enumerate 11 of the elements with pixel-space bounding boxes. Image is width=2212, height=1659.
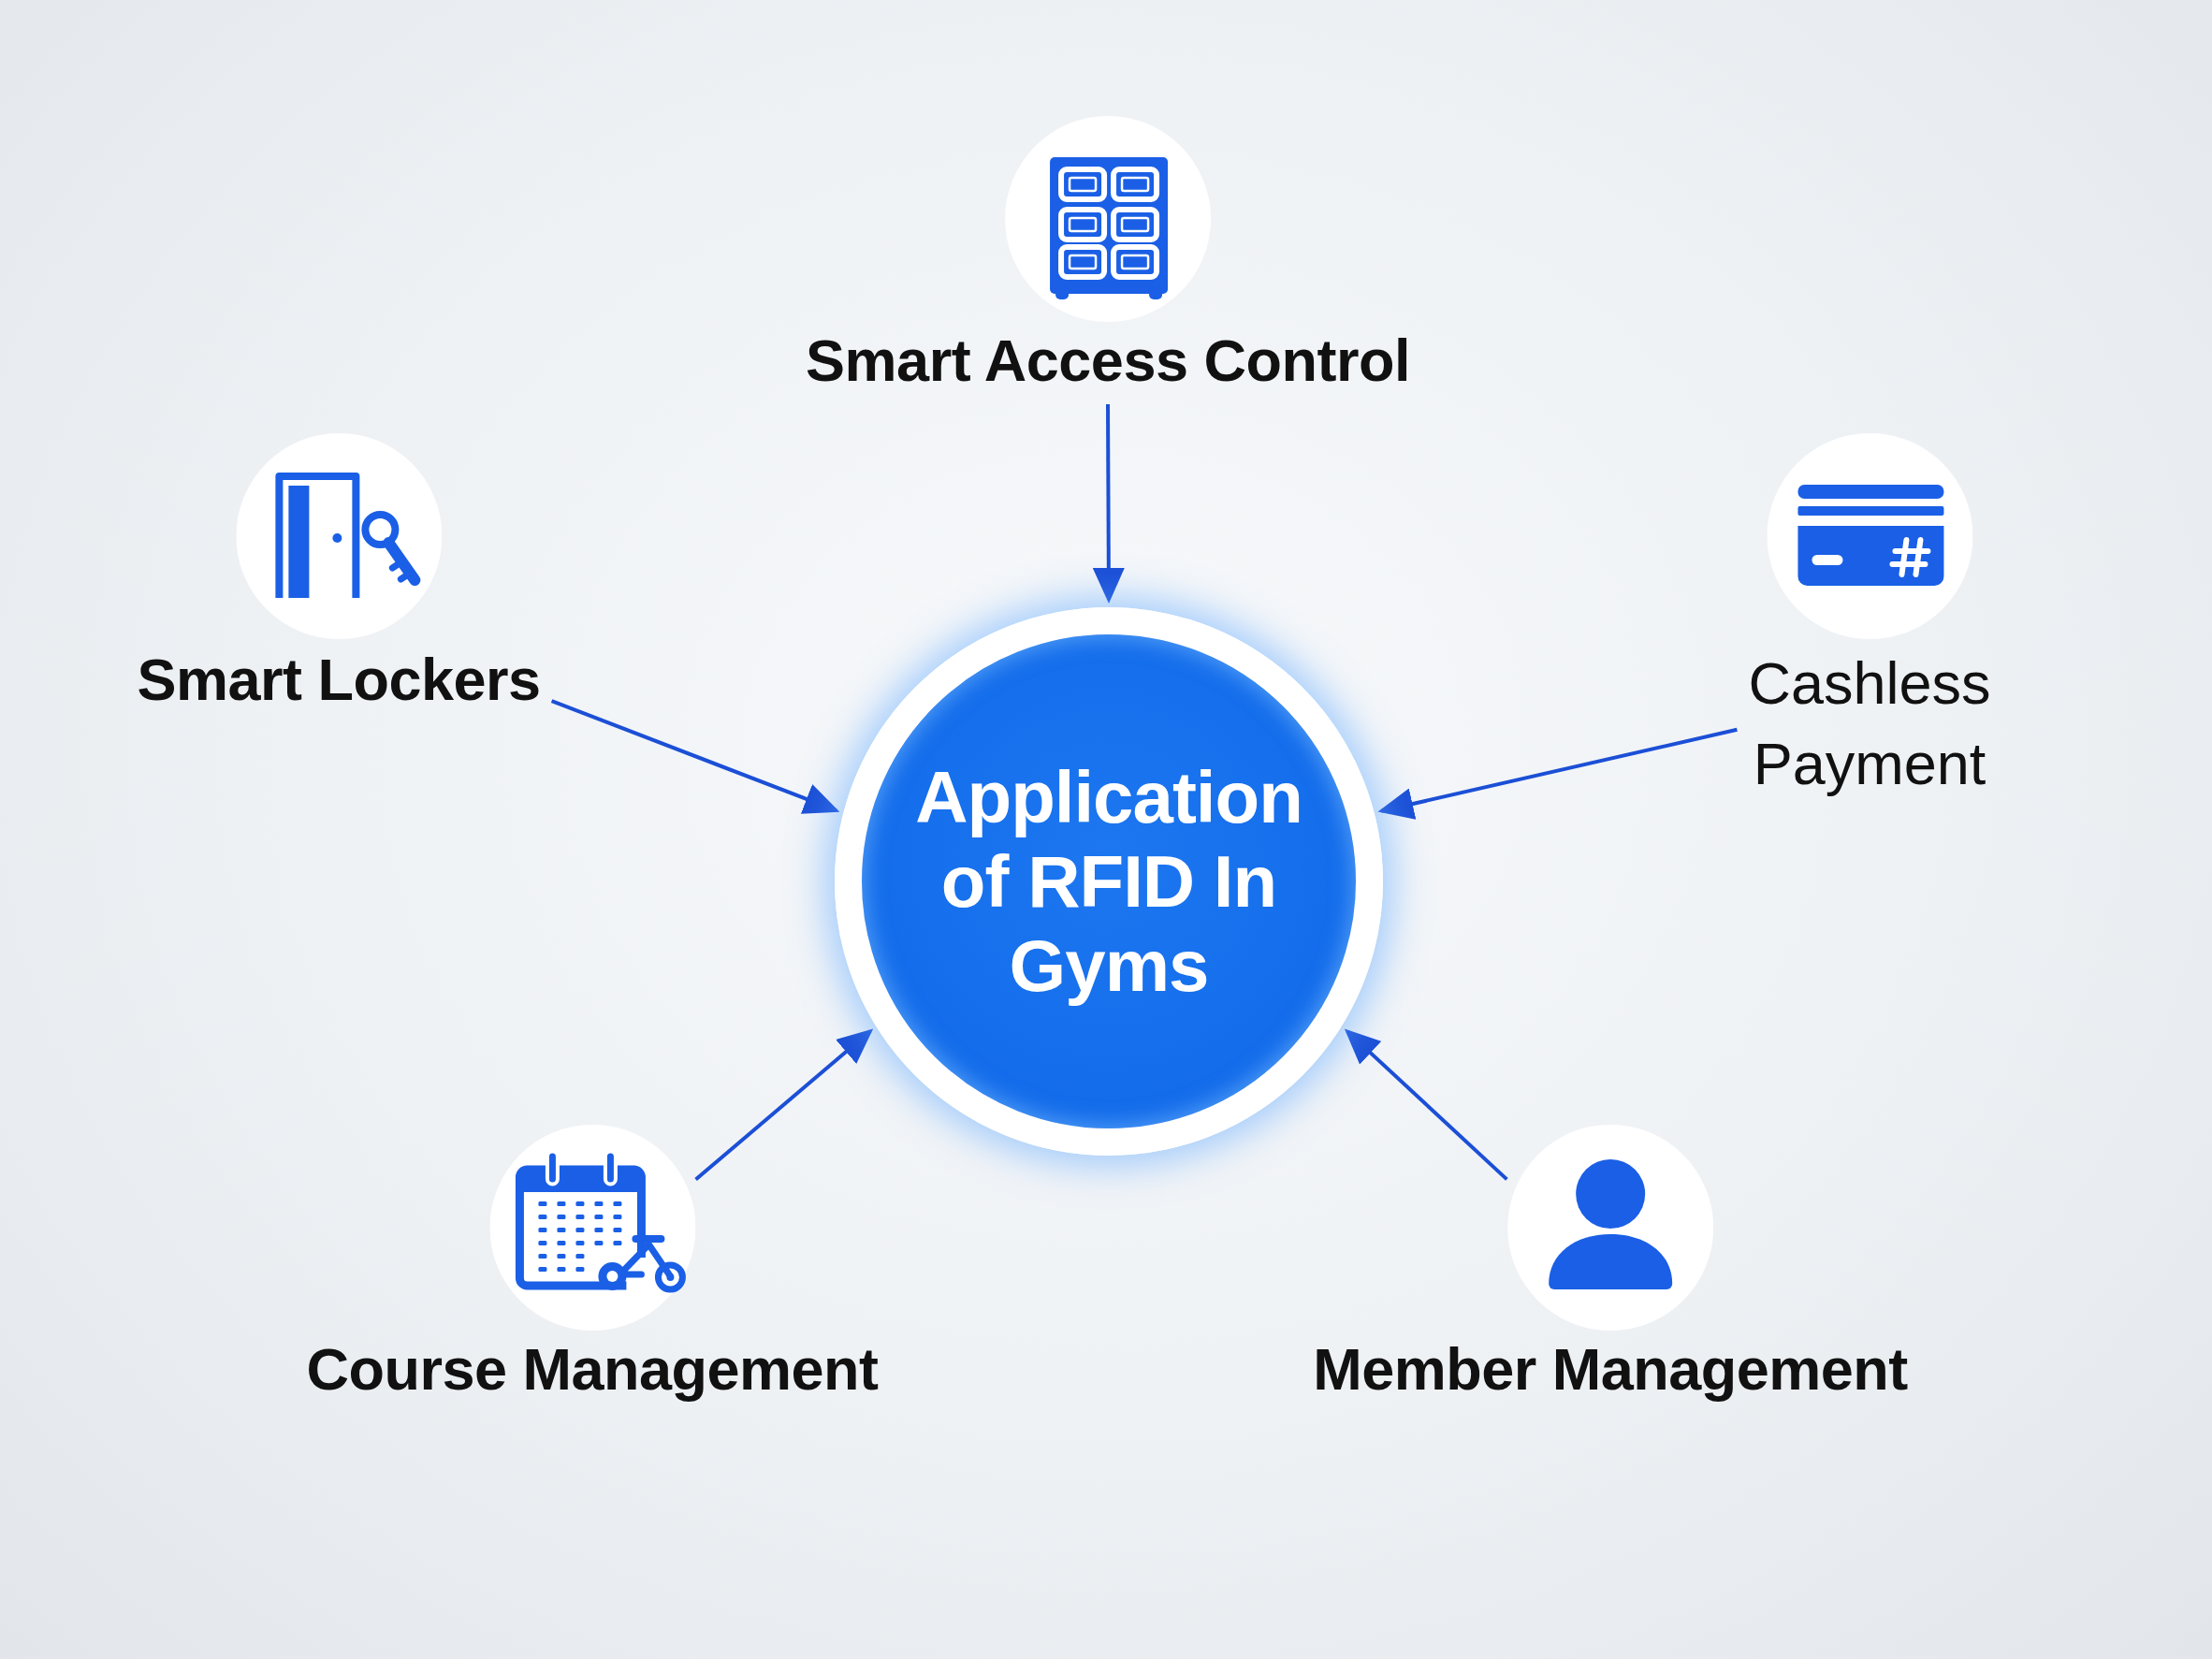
node-label: Smart Lockers <box>137 647 541 712</box>
arrow <box>550 699 840 814</box>
arrow <box>1092 404 1125 604</box>
hub-title: Application of RFID In Gyms <box>914 755 1303 1008</box>
arrow <box>694 1028 874 1181</box>
node-label: Smart Access Control <box>806 327 1410 393</box>
node-label: Cashless Payment <box>1748 649 1991 798</box>
arrow <box>1344 1028 1508 1181</box>
arrow <box>1377 727 1738 820</box>
node-label: Course Management <box>306 1336 879 1402</box>
node-label: Member Management <box>1313 1336 1908 1402</box>
